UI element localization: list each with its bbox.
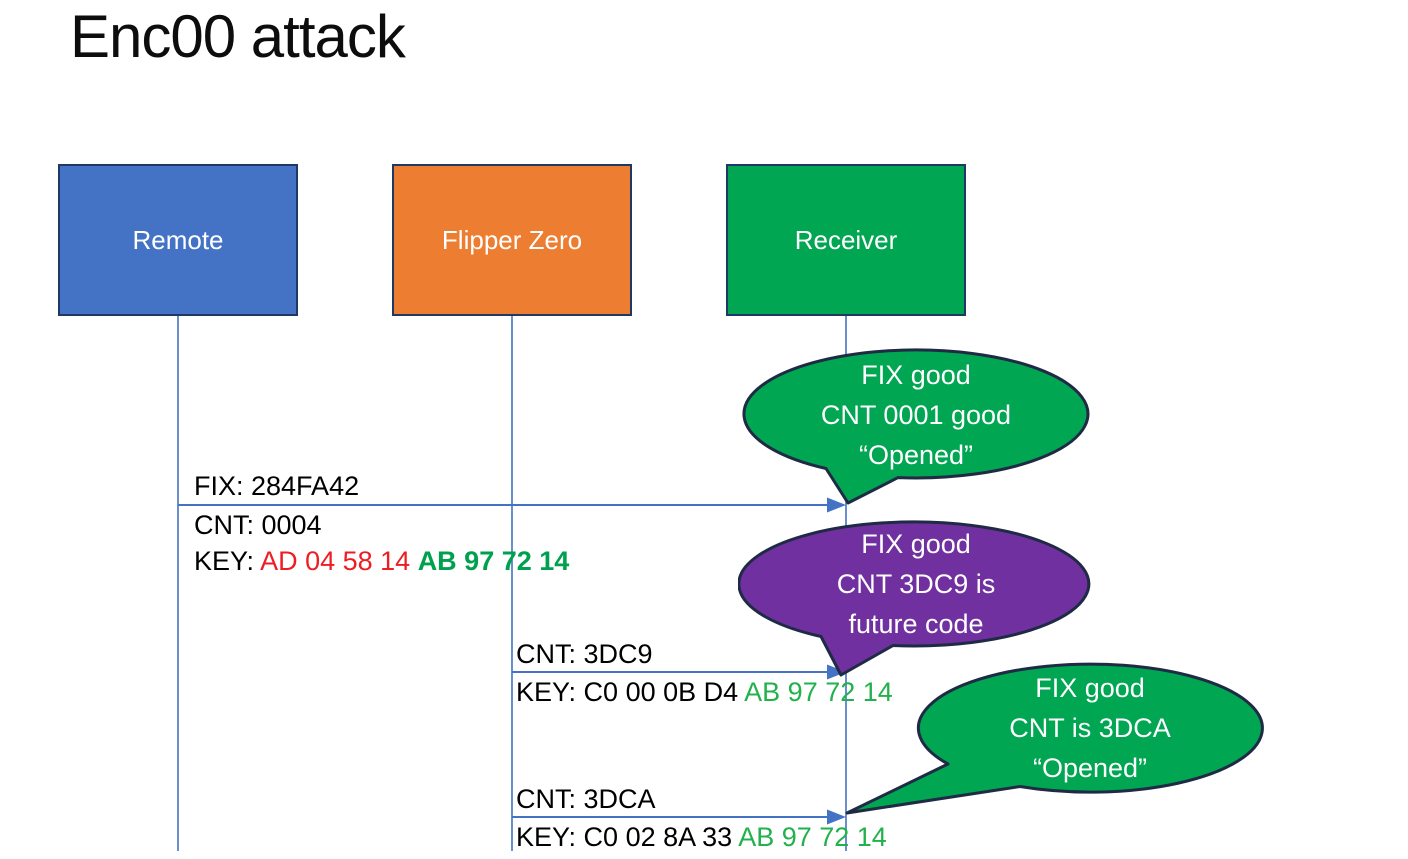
- message3-key-text: KEY: C0 02 8A 33 AB 97 72 14: [516, 821, 887, 853]
- message1-key-text: KEY: AD 04 58 14 AB 97 72 14: [194, 545, 569, 577]
- callout2-line2: CNT 3DC9 is: [836, 569, 996, 599]
- message1-key-red-bytes: AD 04 58 14: [260, 546, 418, 576]
- callout2-line1: FIX good: [861, 529, 971, 559]
- message2-key-green-bytes: AB 97 72 14: [744, 677, 893, 707]
- message1-key-green-bytes: AB 97 72 14: [417, 546, 570, 576]
- callout-bubble-future-code: [738, 520, 1091, 677]
- callout-bubble-opened-1: [742, 348, 1090, 505]
- actor-box-flipper-zero: Flipper Zero: [392, 164, 632, 316]
- callout-bubble-opened-2: [845, 662, 1264, 815]
- message2-key-black-bytes: C0 00 0B D4: [583, 677, 745, 707]
- message1-key-label: KEY:: [194, 546, 261, 576]
- message2-key-label: KEY:: [516, 677, 584, 707]
- actor-label-receiver: Receiver: [794, 224, 898, 255]
- actor-label-remote: Remote: [132, 224, 224, 255]
- callout-shape-2: [738, 520, 1091, 677]
- callout-text-2: FIX good CNT 3DC9 is future code: [738, 522, 1094, 646]
- callout1-line1: FIX good: [861, 360, 971, 390]
- actor-box-remote: Remote: [58, 164, 298, 316]
- message2-arrowhead-icon: [827, 664, 846, 680]
- callout1-line2: CNT 0001 good: [820, 400, 1012, 430]
- callout3-line3: “Opened”: [1032, 753, 1148, 783]
- callout1-line3: “Opened”: [858, 440, 974, 470]
- message3-key-green-bytes: AB 97 72 14: [738, 822, 887, 852]
- message3-key-label: KEY:: [516, 822, 584, 852]
- actor-label-flipper-zero: Flipper Zero: [441, 224, 583, 255]
- slide-title: Enc00 attack: [70, 3, 406, 70]
- callout-shape-1: [742, 348, 1090, 505]
- callout-text-3: FIX good CNT is 3DCA “Opened”: [918, 664, 1262, 792]
- message3-key-black-bytes: C0 02 8A 33: [583, 822, 739, 852]
- message2-cnt-text: CNT: 3DC9: [516, 639, 653, 669]
- message2-key-text: KEY: C0 00 0B D4 AB 97 72 14: [516, 676, 893, 708]
- callout2-line3: future code: [848, 609, 984, 639]
- message1-fix-text: FIX: 284FA42: [194, 471, 360, 501]
- actor-box-receiver: Receiver: [726, 164, 966, 316]
- message3-cnt-text: CNT: 3DCA: [516, 784, 656, 814]
- callout-shape-3: [845, 662, 1264, 815]
- callout-text-1: FIX good CNT 0001 good “Opened”: [740, 351, 1092, 479]
- callout3-line1: FIX good: [1035, 673, 1145, 703]
- message1-arrowhead-icon: [827, 497, 846, 513]
- message1-cnt-text: CNT: 0004: [194, 510, 322, 540]
- message3-arrowhead-icon: [827, 809, 846, 825]
- callout3-line2: CNT is 3DCA: [1009, 713, 1171, 743]
